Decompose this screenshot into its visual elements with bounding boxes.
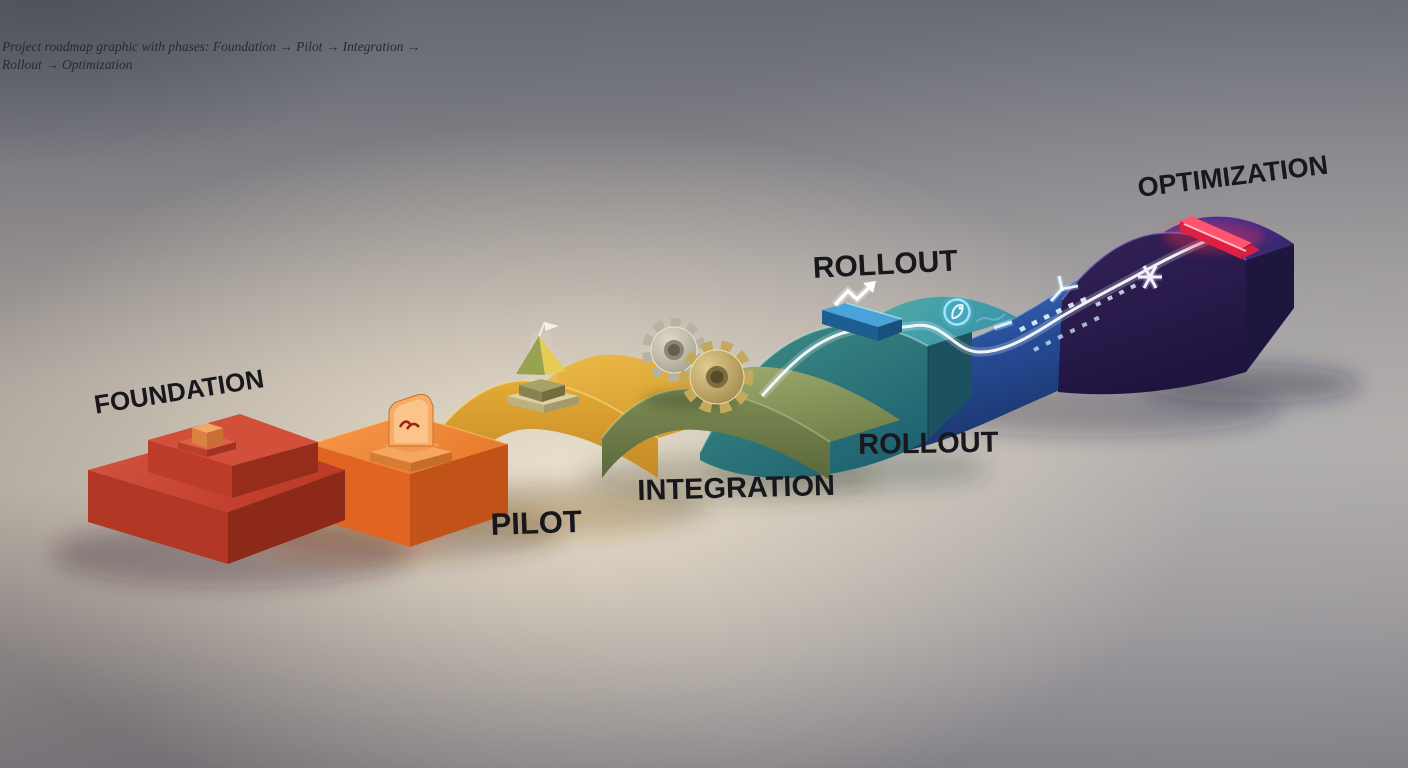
clock-hands-icon	[1048, 275, 1079, 304]
phase-label-integration: INTEGRATION	[637, 469, 836, 507]
gears-icon	[642, 318, 754, 414]
finish-bar-icon	[1164, 216, 1264, 259]
package-slab-icon	[822, 302, 903, 341]
rocket-badge-icon	[940, 295, 974, 329]
dash-icon	[992, 318, 1014, 332]
spark-icon	[1138, 264, 1162, 290]
monument-bird-icon	[370, 393, 452, 472]
caption: Project roadmap graphic with phases: Fou…	[2, 39, 421, 72]
dotted-trail-icon	[1018, 280, 1143, 352]
trend-arrow-icon	[832, 281, 876, 308]
floating-pyramid-icon	[507, 321, 579, 413]
ziggurat-icon	[88, 414, 345, 564]
phase-label-pilot: PILOT	[490, 503, 583, 542]
phase-label-rollout-bottom: ROLLOUT	[858, 426, 999, 461]
roadmap-path-line	[758, 235, 1210, 399]
